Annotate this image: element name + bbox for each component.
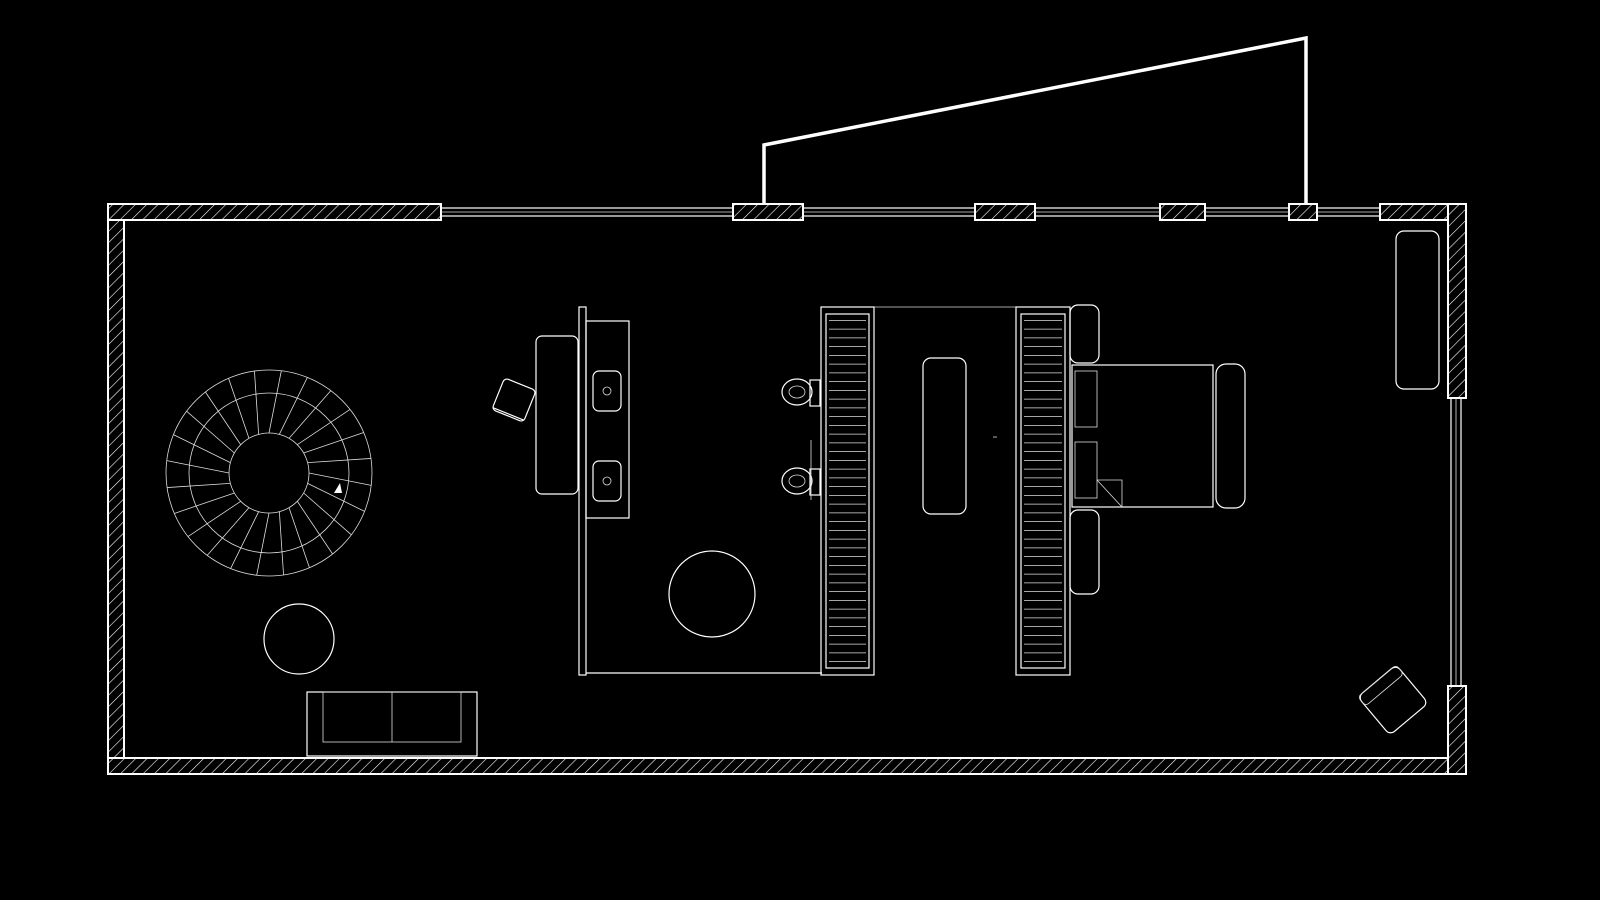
stair-tread <box>278 511 284 575</box>
stair-tread <box>186 410 235 454</box>
spiral-staircase <box>165 369 373 577</box>
wall-top-pier-1 <box>732 203 804 221</box>
sofa <box>306 691 478 757</box>
stair-tread <box>307 458 371 464</box>
washbasin-upper <box>592 370 622 412</box>
wall-right-upper <box>1447 203 1467 399</box>
window-bench <box>1395 230 1440 390</box>
balcony-outline <box>762 35 1308 204</box>
wall-bottom <box>107 757 1467 775</box>
bed-side-cushion <box>1215 363 1246 509</box>
stair-tread <box>288 390 332 439</box>
windows <box>440 207 1462 687</box>
bed <box>1071 364 1214 508</box>
stair-tread <box>174 492 235 514</box>
round-table-center <box>668 550 756 638</box>
stair-tread <box>167 482 231 488</box>
stair-direction-arrow-icon <box>334 483 342 493</box>
bench <box>922 357 967 515</box>
closet-right-slats <box>1024 319 1062 663</box>
wall-right-lower <box>1447 685 1467 775</box>
stair-tread <box>297 409 351 446</box>
wall-top-pier-4 <box>1288 203 1318 221</box>
wall-top-left <box>107 203 442 221</box>
closet-right <box>1015 306 1071 676</box>
desk <box>535 335 579 495</box>
stair-tread <box>268 370 282 434</box>
stair-tread <box>288 507 310 568</box>
toilet-lower <box>781 467 821 496</box>
stair-tread <box>173 434 231 464</box>
closet-left-slats <box>829 319 866 663</box>
stair-tread <box>256 512 270 576</box>
washbasin-lower <box>592 460 622 502</box>
stair-tread <box>303 492 352 536</box>
stair-tread <box>254 371 260 435</box>
stair-tread <box>296 501 333 555</box>
wall-top-pier-3 <box>1159 203 1206 221</box>
stair-tread <box>307 482 365 512</box>
wall-top-pier-2 <box>974 203 1036 221</box>
stair-tread <box>206 507 250 556</box>
closet-left <box>820 306 875 676</box>
stair-tread <box>303 432 364 454</box>
stair-tread <box>166 460 230 474</box>
wall-left <box>107 203 125 775</box>
stair-tread <box>308 472 372 486</box>
stair-tread <box>228 378 250 439</box>
round-table-left <box>263 603 335 675</box>
desk-chair <box>492 378 536 422</box>
stair-tread <box>187 500 241 537</box>
toilet-upper <box>781 378 821 407</box>
armchair <box>1359 666 1427 734</box>
stair-treads <box>166 370 372 576</box>
stair-tread <box>230 511 260 569</box>
nightstand-bottom <box>1069 509 1100 595</box>
stair-tread <box>278 377 308 435</box>
nightstand-top <box>1069 304 1100 364</box>
vanity-counter <box>585 320 630 519</box>
stair-tread <box>205 391 242 445</box>
